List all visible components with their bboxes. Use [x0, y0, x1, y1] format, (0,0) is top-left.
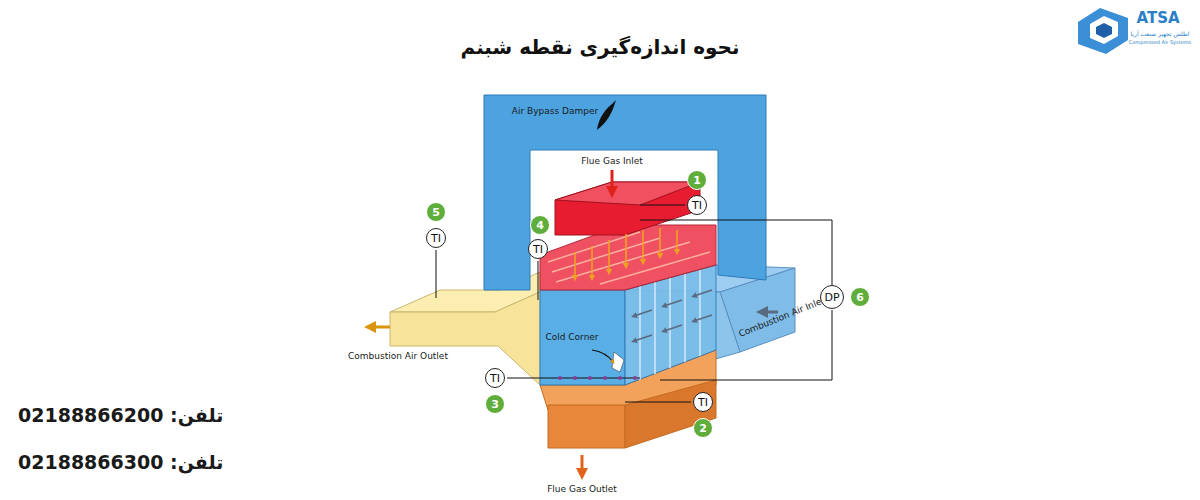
title: نحوه اندازه‌گیری نقطه شبنم [460, 36, 739, 58]
duct-label: Flue Gas Outlet [547, 485, 617, 495]
flue-gas-inlet-duct [540, 182, 716, 290]
air-bypass-duct [484, 95, 766, 290]
callout-number: 3 [485, 394, 505, 414]
instrument-tag: TI [490, 373, 500, 384]
cold-corner-mark [612, 352, 624, 372]
logo-mark [1078, 8, 1128, 54]
instrument-circle: TI [693, 392, 713, 412]
logo-subtitle: Compressed Air Systems [1129, 40, 1191, 46]
callout-number: 2 [693, 418, 713, 438]
instrument-tag: DP [824, 292, 839, 303]
callout-number-text: 1 [693, 175, 701, 186]
callout-number-text: 6 [856, 292, 864, 303]
instrument-circle: TI [687, 195, 707, 215]
callout-number: 6 [850, 287, 870, 307]
leader-lines [436, 205, 832, 402]
instrument-tag: TI [431, 233, 441, 244]
callout-number-text: 2 [699, 423, 707, 434]
instrument-circle: DP [820, 285, 844, 309]
callout-number: 5 [426, 202, 446, 222]
logo-subtitle: اطلس تجهیز صنعت آریا [1131, 31, 1190, 38]
duct-label: Combustion Air Outlet [348, 352, 448, 362]
logo-text: ATSA [1136, 10, 1179, 27]
damper-blade [597, 100, 616, 130]
callout-number-text: 4 [536, 220, 544, 231]
instrument-circle: TI [426, 228, 446, 248]
duct-label: Air Bypass Damper [512, 107, 598, 117]
part-label: Cold Corner [545, 333, 598, 343]
callout-number: 4 [530, 215, 550, 235]
instrument-tag: TI [533, 244, 543, 255]
duct-label: Flue Gas Inlet [581, 157, 643, 167]
flow-arrows [370, 170, 778, 474]
sensor-grid-dots [558, 376, 637, 380]
instrument-tag: TI [698, 397, 708, 408]
phone-number: تلفن: 02188866200 [18, 405, 223, 426]
instrument-circle: TI [485, 368, 505, 388]
phone-number: تلفن: 02188866300 [18, 452, 223, 473]
callout-number: 1 [687, 170, 707, 190]
instrument-circle: TI [528, 239, 548, 259]
callout-number-text: 5 [432, 207, 440, 218]
instrument-tag: TI [692, 200, 702, 211]
callout-number-text: 3 [491, 399, 499, 410]
